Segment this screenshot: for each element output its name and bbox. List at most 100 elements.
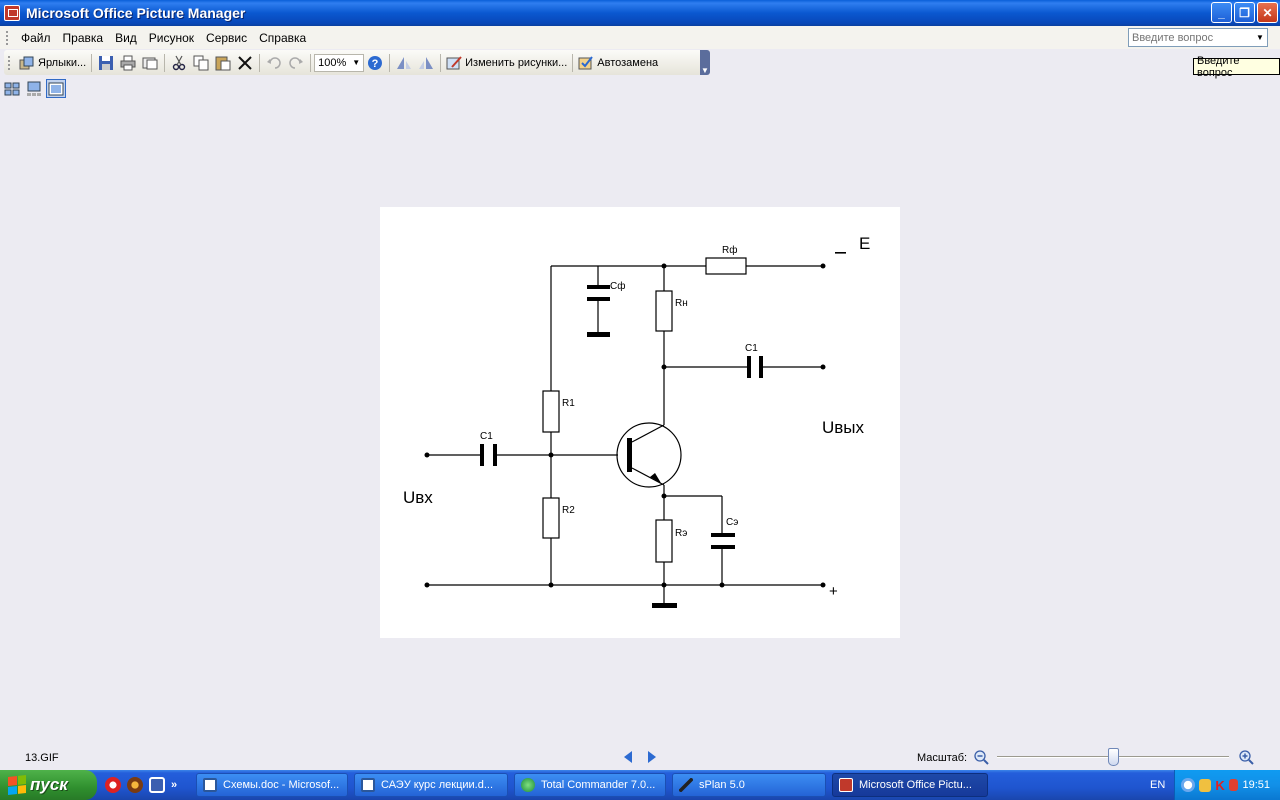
- delete-button[interactable]: [234, 52, 256, 73]
- menu-edit[interactable]: Правка: [62, 30, 104, 45]
- task-splan[interactable]: sPlan 5.0: [672, 773, 826, 797]
- chevron-down-icon[interactable]: ▼: [1256, 33, 1264, 42]
- label-r2: R2: [562, 505, 575, 516]
- delete-icon: [238, 55, 252, 70]
- label-uin: Uвх: [403, 488, 433, 507]
- help-button[interactable]: ?: [364, 52, 386, 73]
- scissors-icon: [172, 55, 186, 70]
- menu-file[interactable]: Файл: [21, 30, 51, 45]
- next-picture-arrow-icon[interactable]: [648, 751, 656, 763]
- edit-picture-icon: [446, 55, 462, 69]
- paste-button[interactable]: [212, 52, 234, 73]
- capacitor-cf-plate: [587, 285, 610, 289]
- rotate-left-button[interactable]: [393, 52, 415, 73]
- tray-red-icon[interactable]: [1228, 779, 1239, 791]
- rotate-left-icon: [397, 56, 412, 69]
- edit-pictures-button[interactable]: Изменить рисунки...: [444, 52, 569, 73]
- zoom-select[interactable]: 100% ▼: [314, 53, 365, 72]
- autocorrect-button[interactable]: Автозамена: [576, 52, 660, 73]
- copy-icon: [193, 55, 209, 70]
- tray-app-icon[interactable]: [1198, 778, 1212, 792]
- previous-picture-arrow-icon[interactable]: [624, 751, 632, 763]
- toolbar-separator: [310, 53, 312, 72]
- send-button[interactable]: [139, 52, 161, 73]
- ask-question-box[interactable]: ▼: [1128, 28, 1268, 47]
- task-label: sPlan 5.0: [699, 779, 745, 791]
- menu-help[interactable]: Справка: [259, 30, 307, 45]
- task-label: САЭУ курс лекции.d...: [381, 779, 494, 791]
- word-icon: [361, 778, 375, 792]
- window-controls: _ ❐ ✕: [1211, 2, 1278, 23]
- language-indicator[interactable]: EN: [1150, 779, 1166, 791]
- menu-tools[interactable]: Сервис: [206, 30, 248, 45]
- toolbar-options-chevron[interactable]: ▼: [700, 50, 710, 75]
- edit-pictures-label: Изменить рисунки...: [465, 56, 568, 69]
- menu-grip[interactable]: [6, 30, 9, 45]
- zoom-out-icon[interactable]: [973, 749, 989, 765]
- show-hidden-icons-button[interactable]: [1181, 778, 1195, 792]
- undo-icon: [267, 56, 281, 69]
- menu-picture[interactable]: Рисунок: [148, 30, 195, 45]
- mail-icon: [142, 57, 158, 69]
- zoom-label: Масштаб:: [917, 751, 968, 764]
- save-icon[interactable]: [149, 777, 165, 793]
- svg-text:?: ?: [372, 58, 379, 70]
- rotate-right-button[interactable]: [415, 52, 437, 73]
- zoom-slider-thumb[interactable]: [1108, 748, 1119, 766]
- task-picture-manager[interactable]: Microsoft Office Pictu...: [832, 773, 988, 797]
- splan-pen-icon: [679, 778, 693, 792]
- redo-button[interactable]: [285, 52, 307, 73]
- thumbnail-view-button[interactable]: [2, 79, 22, 98]
- menu-bar: Файл Правка Вид Рисунок Сервис Справка ▼: [0, 26, 1280, 49]
- print-button[interactable]: [117, 52, 139, 73]
- minimize-button[interactable]: _: [1211, 2, 1232, 23]
- capacitor-c1-out-plate: [747, 356, 751, 378]
- menu-view[interactable]: Вид: [115, 30, 137, 45]
- help-icon: ?: [368, 55, 383, 70]
- view-switcher: [2, 79, 66, 98]
- save-button[interactable]: [95, 52, 117, 73]
- picture-manager-icon: [4, 5, 20, 21]
- chevron-down-icon: ▼: [352, 58, 361, 67]
- quick-launch-more-icon[interactable]: »: [171, 779, 178, 791]
- file-name: 13.GIF: [25, 751, 59, 764]
- redo-icon: [289, 56, 304, 69]
- close-button[interactable]: ✕: [1257, 2, 1278, 23]
- toolbar-separator: [572, 53, 574, 72]
- label-re: Rэ: [675, 528, 687, 539]
- undo-button[interactable]: [263, 52, 285, 73]
- shortcuts-button[interactable]: Ярлыки...: [17, 52, 88, 73]
- media-player-icon[interactable]: [127, 777, 143, 793]
- zoom-value: 100%: [318, 56, 347, 69]
- single-picture-view-button[interactable]: [46, 79, 66, 98]
- zoom-in-icon[interactable]: [1238, 749, 1254, 765]
- cut-button[interactable]: [168, 52, 190, 73]
- start-button[interactable]: пуск: [0, 770, 97, 800]
- restore-button[interactable]: ❐: [1234, 2, 1255, 23]
- window-title: Microsoft Office Picture Manager: [26, 5, 246, 21]
- resistor-r2: [542, 497, 560, 539]
- filmstrip-view-button[interactable]: [24, 79, 44, 98]
- copy-button[interactable]: [190, 52, 212, 73]
- kaspersky-icon[interactable]: K: [1215, 777, 1225, 793]
- opera-icon[interactable]: [105, 777, 121, 793]
- label-rf: Rф: [722, 244, 737, 256]
- shortcuts-label: Ярлыки...: [38, 56, 87, 69]
- label-c1-in: C1: [480, 431, 493, 442]
- word-icon: [203, 778, 217, 792]
- task-label: Total Commander 7.0...: [541, 779, 656, 791]
- autocorrect-label: Автозамена: [597, 56, 659, 69]
- windows-logo-icon: [8, 775, 26, 795]
- ask-question-input[interactable]: [1129, 29, 1253, 46]
- label-plus: +: [829, 583, 838, 600]
- label-uout: Uвых: [822, 418, 865, 437]
- task-word-lectures[interactable]: САЭУ курс лекции.d...: [354, 773, 508, 797]
- capacitor-ce-plate: [711, 533, 735, 537]
- task-word-schemes[interactable]: Схемы.doc - Microsof...: [196, 773, 348, 797]
- toolbar-separator: [164, 53, 166, 72]
- task-total-commander[interactable]: Total Commander 7.0...: [514, 773, 666, 797]
- ask-question-tooltip: Введите вопрос: [1193, 55, 1280, 79]
- clock[interactable]: 19:51: [1242, 779, 1270, 791]
- toolbar-grip[interactable]: [8, 55, 11, 70]
- toolbar-separator: [389, 53, 391, 72]
